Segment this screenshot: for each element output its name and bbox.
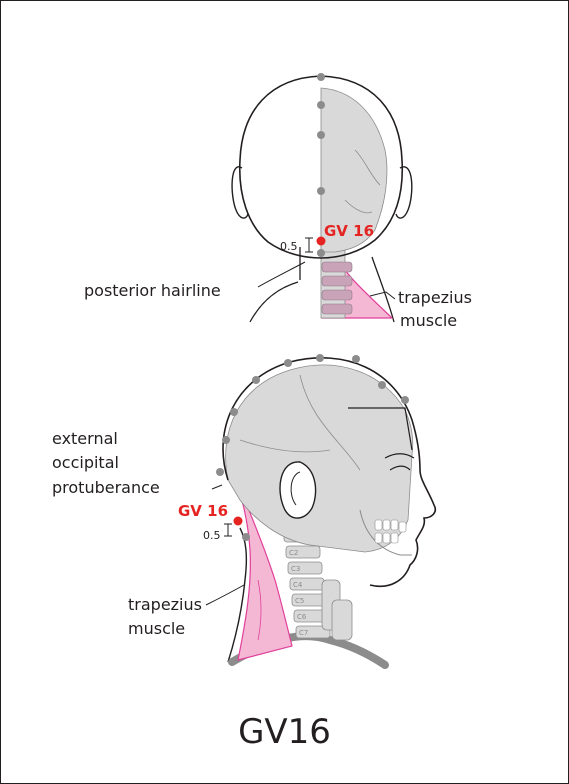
point-caption: GV16 <box>0 712 569 752</box>
trapezius-label-side-2: muscle <box>128 619 185 638</box>
eop-label-2: occipital <box>52 453 119 472</box>
eop-label-1: external <box>52 429 118 448</box>
trapezius-label-top-1: trapezius <box>398 288 472 307</box>
gv16-point-side <box>234 517 243 526</box>
posterior-head-view: 0.5 GV 16 posterior hairline trapezius m… <box>84 73 472 330</box>
vertebra-c3-label: C3 <box>291 565 300 573</box>
trapezius-label-side-1: trapezius <box>128 595 202 614</box>
measure-label-side: 0.5 <box>203 529 221 542</box>
vertebra-c2-label: C2 <box>289 549 298 557</box>
vertebra-c7-label: C7 <box>299 629 308 637</box>
gv16-label-side: GV 16 <box>178 502 228 520</box>
gv16-label-top: GV 16 <box>324 222 374 240</box>
vertebra-c6-label: C6 <box>297 613 307 621</box>
trapezius-label-top-2: muscle <box>400 311 457 330</box>
posterior-hairline-label: posterior hairline <box>84 281 221 300</box>
vertebra-c4-label: C4 <box>293 581 303 589</box>
lateral-head-view: C1 C2 C3 C4 C5 C6 C7 <box>52 354 435 665</box>
eop-label-3: protuberance <box>52 478 160 497</box>
measure-label-top: 0.5 <box>280 240 298 253</box>
vertebra-c5-label: C5 <box>295 597 304 605</box>
